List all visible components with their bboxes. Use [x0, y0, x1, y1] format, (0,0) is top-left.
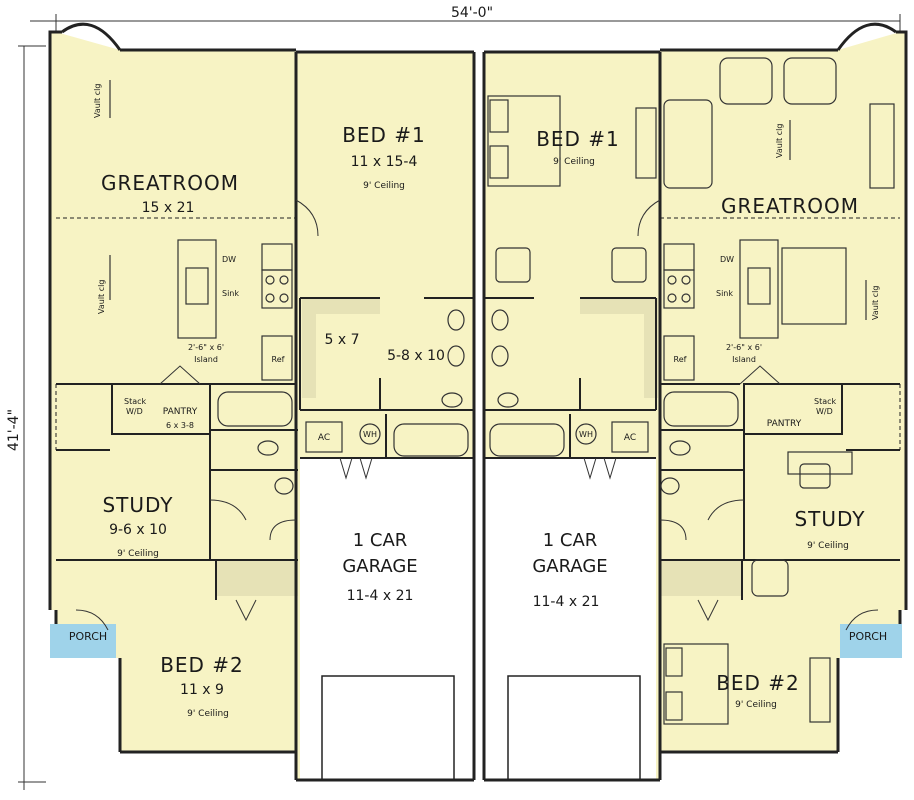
left-bathtub2-icon	[393, 423, 469, 457]
right-study-ceiling: 9' Ceiling	[807, 541, 849, 551]
right-bed2-bed-icon	[663, 643, 729, 725]
right-bed1-ceiling: 9' Ceiling	[553, 157, 595, 167]
right-garage-line2: GARAGE	[532, 556, 607, 577]
left-bed2-ceiling: 9' Ceiling	[187, 709, 229, 719]
left-bath-size: 5-8 x 10	[387, 348, 445, 364]
right-kitchen-island-size: 2'-6" x 6'	[726, 343, 762, 352]
left-closet-size: 5 x 7	[325, 332, 360, 348]
left-toilet-icon	[257, 440, 279, 456]
overall-depth-dimension	[18, 45, 46, 790]
right-greatroom-name: GREATROOM	[721, 194, 859, 218]
right-bathtub-icon	[663, 391, 739, 427]
right-garage-line1: 1 CAR	[543, 530, 598, 551]
left-vanity-sink-icon	[447, 309, 465, 331]
right-fireplace-icon	[869, 103, 895, 189]
right-garage-door	[507, 675, 641, 781]
left-garage-size: 11-4 x 21	[347, 588, 414, 604]
left-kitchen-island-icon	[177, 239, 217, 339]
right-bed1-bed-icon	[487, 95, 561, 187]
walls	[48, 22, 908, 782]
right-pantry-wd: W/D	[816, 407, 833, 416]
right-porch-name: PORCH	[849, 630, 887, 643]
left-mech-ac: AC	[318, 433, 330, 443]
left-study-name: STUDY	[102, 493, 173, 517]
left-pantry-size: 6 x 3-8	[166, 421, 194, 430]
left-greatroom-vault2: Vault clg	[97, 280, 106, 314]
floor-area	[50, 32, 906, 780]
dashed-separators	[55, 217, 901, 450]
left-kitchen-sink: Sink	[222, 289, 239, 298]
left-ac-unit-icon	[305, 421, 343, 453]
left-garage-door	[321, 675, 455, 781]
left-bed2-size: 11 x 9	[180, 682, 224, 698]
left-bed2-name: BED #2	[160, 653, 244, 677]
right-garage-size: 11-4 x 21	[533, 594, 600, 610]
right-dining-table-icon	[781, 247, 847, 325]
left-kitchen-ref: Ref	[272, 355, 285, 364]
left-bed1-name: BED #1	[342, 123, 426, 147]
right-kitchen-dw: DW	[720, 255, 734, 264]
left-kitchen-island-size: 2'-6" x 6'	[188, 343, 224, 352]
right-greatroom-vault: Vault clg	[775, 124, 784, 158]
right-kitchen-ref: Ref	[674, 355, 687, 364]
left-porch-name: PORCH	[69, 630, 107, 643]
right-bed2-ceiling: 9' Ceiling	[735, 700, 777, 710]
interior-walls	[56, 52, 900, 600]
left-greatroom-vault: Vault clg	[93, 84, 102, 118]
left-pantry-stack: Stack	[124, 397, 147, 406]
right-mech-wh: WH	[579, 430, 593, 439]
left-garage-line1: 1 CAR	[353, 530, 408, 551]
right-mech-ac: AC	[624, 433, 636, 443]
left-kitchen-island-label: Island	[194, 355, 218, 364]
fixtures	[109, 57, 895, 725]
overall-depth-label: 41'-4"	[6, 409, 22, 451]
overall-width-label: 54'-0"	[451, 5, 493, 21]
right-kitchen-island-label: Island	[732, 355, 756, 364]
door-swings	[75, 199, 879, 631]
right-bed1-name: BED #1	[536, 127, 620, 151]
right-study-name: STUDY	[794, 507, 865, 531]
right-pantry-stack: Stack	[814, 397, 837, 406]
right-water-heater-icon	[575, 423, 597, 445]
left-pantry-name: PANTRY	[163, 407, 198, 417]
right-ac-unit-icon	[611, 421, 649, 453]
left-pantry-wd: W/D	[126, 407, 143, 416]
left-refrigerator-icon	[261, 335, 293, 381]
left-greatroom-size: 15 x 21	[142, 200, 195, 216]
left-bed1-ceiling: 9' Ceiling	[363, 181, 405, 191]
right-greatroom-vault2: Vault clg	[871, 286, 880, 320]
right-desk-icon	[787, 451, 853, 475]
right-refrigerator-icon	[663, 335, 695, 381]
left-mech-wh: WH	[363, 430, 377, 439]
left-bathtub-icon	[217, 391, 293, 427]
left-study-ceiling: 9' Ceiling	[117, 549, 159, 559]
right-armchair-icon	[719, 57, 773, 105]
right-kitchen-island-icon	[739, 239, 779, 339]
left-water-heater-icon	[359, 423, 381, 445]
left-greatroom-name: GREATROOM	[101, 171, 239, 195]
right-bed2-name: BED #2	[716, 671, 800, 695]
left-study-size: 9-6 x 10	[109, 522, 167, 538]
left-bed1-size: 11 x 15-4	[351, 154, 418, 170]
right-kitchen-sink: Sink	[716, 289, 733, 298]
right-chair-icon	[495, 247, 531, 283]
right-pantry-name: PANTRY	[767, 419, 802, 429]
left-sink-icon	[274, 477, 294, 495]
left-kitchen-dw: DW	[222, 255, 236, 264]
right-sofa-icon	[663, 99, 713, 189]
left-garage-line2: GARAGE	[342, 556, 417, 577]
